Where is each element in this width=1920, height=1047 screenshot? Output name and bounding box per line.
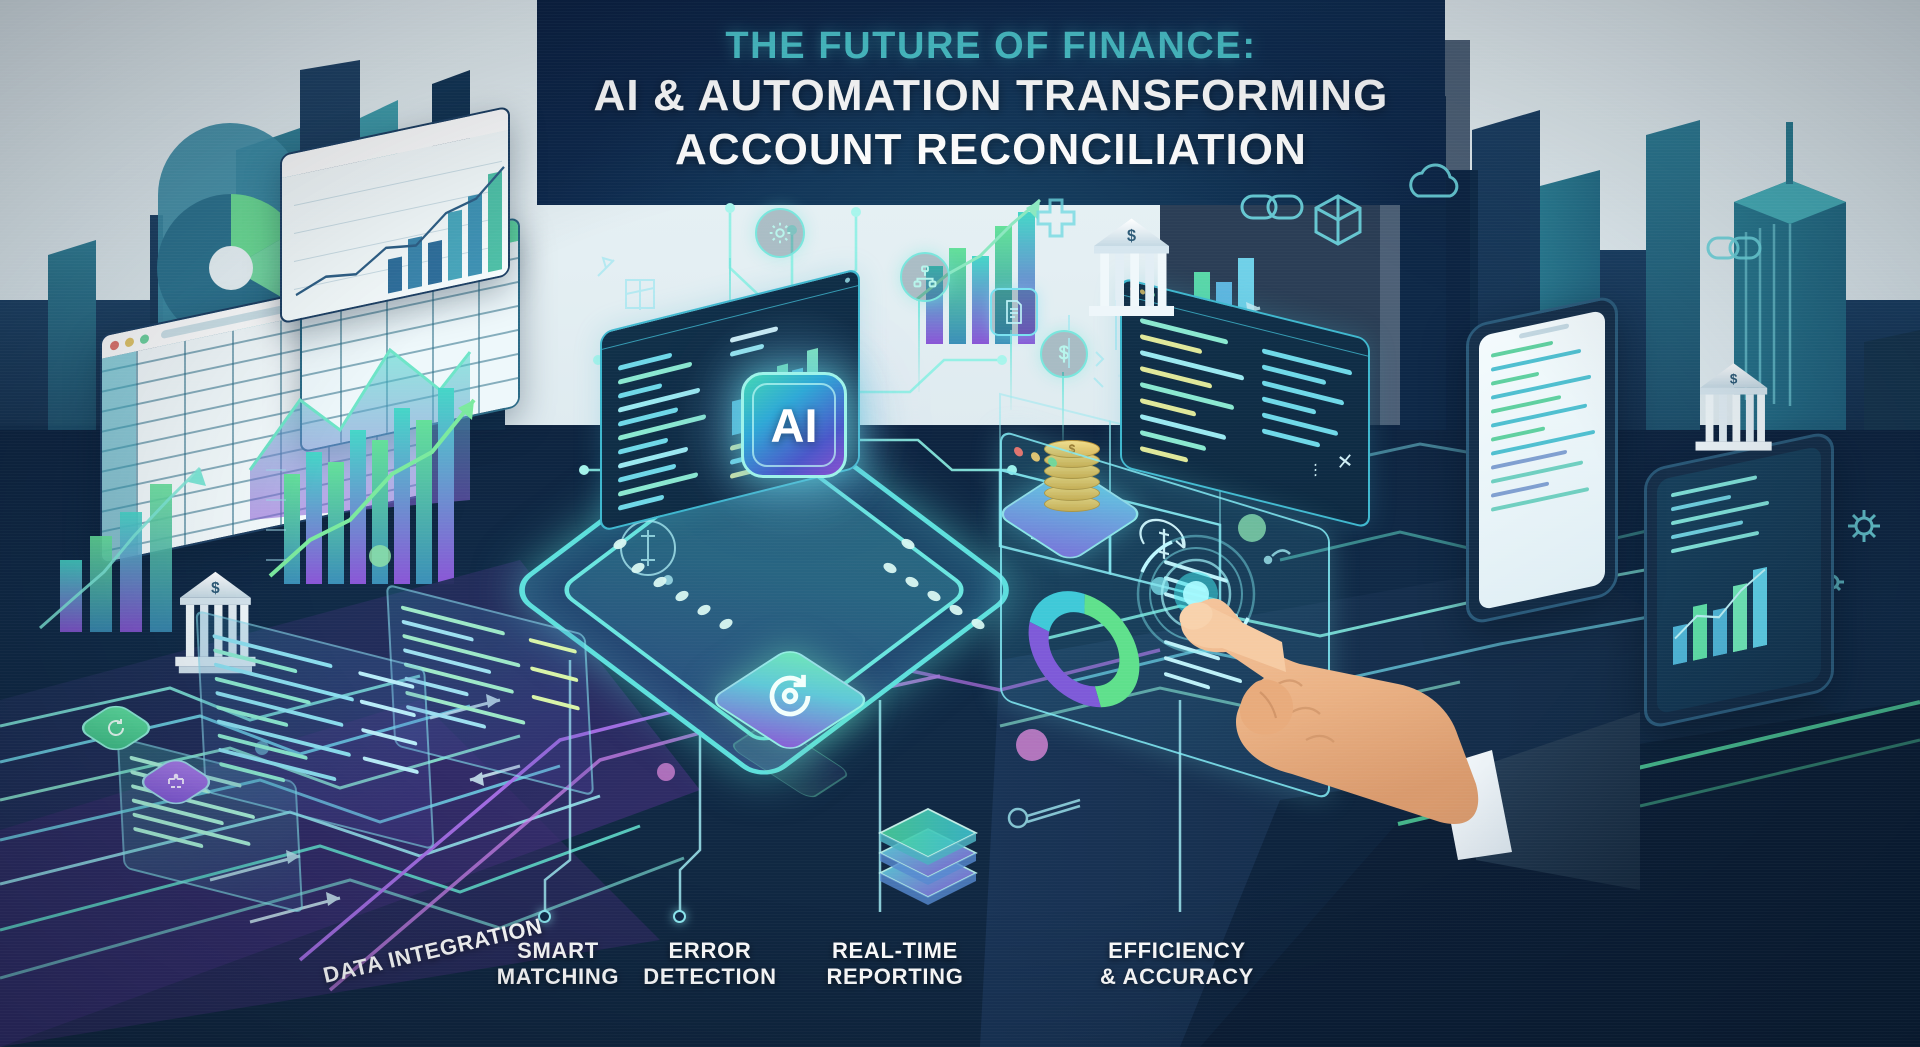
tablet-mini-bar-chart: [1673, 567, 1767, 666]
phone-speaker: [1519, 323, 1569, 339]
tablet-screen[interactable]: [1657, 445, 1821, 715]
chip-core-border: [752, 383, 836, 467]
coin-1: $: [1044, 440, 1100, 458]
icon-stem-2: [918, 300, 920, 392]
chart-trend-line: [295, 166, 505, 297]
holo-window-dots: [1014, 445, 1057, 468]
connector-dot-error-detection: [673, 910, 686, 923]
document-icon[interactable]: [990, 288, 1038, 336]
coin-dollar-glyph: $: [1068, 442, 1076, 456]
icon-stem-3: [1010, 330, 1012, 410]
holo-donut-chart: [1028, 591, 1140, 708]
spreadsheet-row-header: [102, 351, 136, 563]
panel-status-dot: [845, 277, 850, 284]
pointing-hand: [1179, 598, 1640, 890]
holo-dot-red[interactable]: [1014, 445, 1023, 458]
gear-icon[interactable]: [755, 208, 805, 258]
sync-refresh-icon: [98, 710, 134, 746]
holo-dot-green[interactable]: [1048, 456, 1057, 468]
holo-dot-yellow[interactable]: [1031, 451, 1040, 463]
window-dot-close[interactable]: [110, 339, 119, 351]
kebab-menu-icon[interactable]: ⋮: [1308, 459, 1327, 481]
chart-bars: [388, 171, 502, 294]
pipeline-label-error-detection: ERROR DETECTION: [643, 938, 777, 990]
page-title: THE FUTURE OF FINANCE: AI & AUTOMATION T…: [537, 24, 1445, 176]
title-band-glow: [537, 0, 1445, 205]
network-hierarchy-icon[interactable]: [900, 252, 950, 302]
dollar-circle-icon[interactable]: [1040, 330, 1088, 378]
chart-bar-line-svg: [294, 160, 505, 297]
window-dot-minimize[interactable]: [125, 336, 134, 348]
window-dot-maximize[interactable]: [140, 333, 149, 345]
pipeline-label-real-time-reporting: REAL-TIME REPORTING: [826, 938, 964, 990]
icon-stem-4: [1062, 372, 1064, 448]
chart-window-bar-line[interactable]: [280, 105, 510, 325]
title-band: [537, 0, 1445, 205]
chart-body: [282, 129, 508, 323]
title-line-2: AI & AUTOMATION TRANSFORMING: [593, 70, 1389, 120]
blockchain-cube-icon: [158, 764, 194, 800]
title-line-3: ACCOUNT RECONCILIATION: [674, 124, 1307, 174]
close-icon[interactable]: ✕: [1336, 448, 1358, 476]
sync-refresh-icon-main: [754, 660, 826, 732]
chip-label: AI: [770, 398, 818, 452]
tablet-device[interactable]: [1644, 429, 1834, 731]
pipeline-label-smart-matching: SMART MATCHING: [496, 938, 620, 990]
ai-processor-chip[interactable]: AI: [741, 372, 847, 478]
title-line-1: THE FUTURE OF FINANCE:: [725, 25, 1257, 67]
